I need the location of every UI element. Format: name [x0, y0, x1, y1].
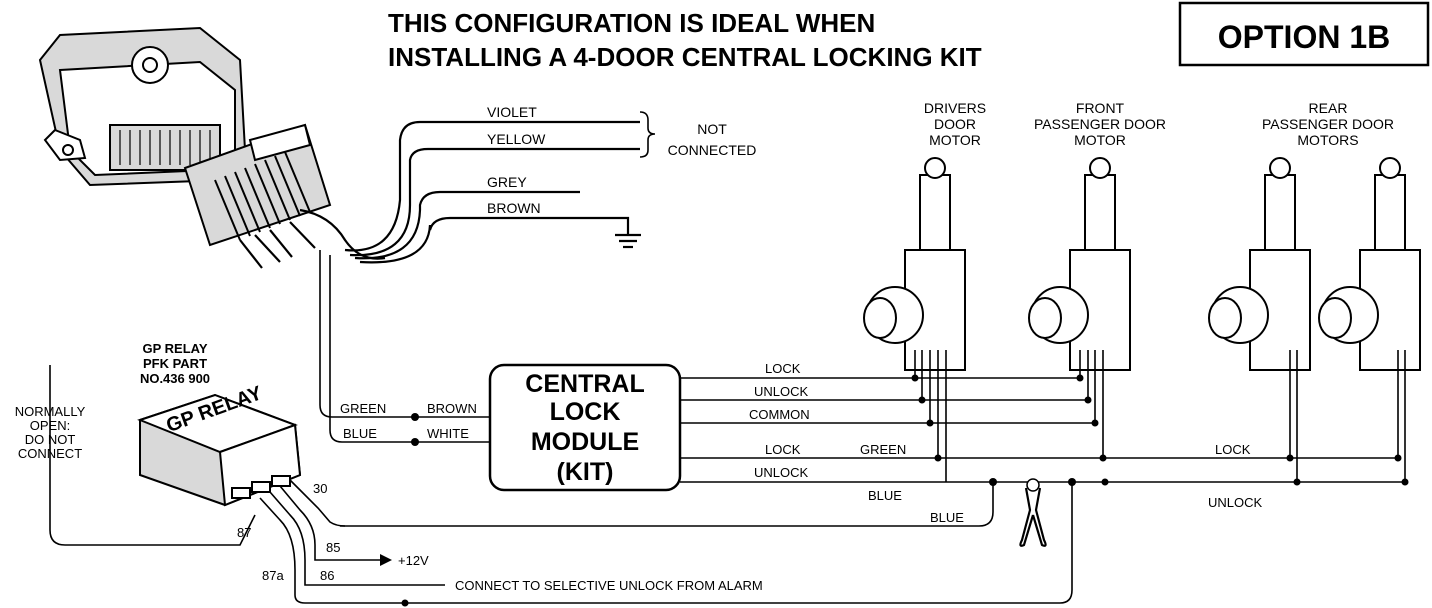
gp-relay-icon: GP RELAY: [137, 382, 302, 507]
wire-cutter-icon: [1019, 478, 1047, 547]
normally-open-label-1: NORMALLY: [15, 404, 86, 419]
relay-pin-87: 87: [237, 525, 251, 540]
wire-unlock-rear-label: UNLOCK: [1208, 495, 1263, 510]
drivers-motor-label-2: DOOR: [934, 116, 976, 132]
rear-passenger-door-motor-2-icon: [1318, 157, 1421, 371]
module-label-1: CENTRAL: [525, 370, 644, 398]
relay-title-1: GP RELAY: [142, 341, 207, 356]
relay-pin-85: 85: [326, 540, 340, 555]
wire-lock-label: LOCK: [765, 361, 801, 376]
rear-motor-label-3: MOTORS: [1297, 132, 1358, 148]
module-label-2: LOCK: [550, 398, 621, 426]
module-wiring: [319, 250, 1409, 527]
drivers-motor-label-1: DRIVERS: [924, 100, 986, 116]
central-lock-module: CENTRAL LOCK MODULE (KIT): [488, 363, 682, 492]
normally-open-label-3: DO NOT: [25, 432, 76, 447]
wire-unlock-2-label: UNLOCK: [754, 465, 809, 480]
wire-brown-module-label: BROWN: [427, 401, 477, 416]
normally-open-label-2: OPEN:: [30, 418, 70, 433]
relay-title-3: NO.436 900: [140, 371, 210, 386]
not-connected-label-1: NOT: [697, 121, 727, 137]
relay-pin-30: 30: [313, 481, 327, 496]
selective-unlock-label: CONNECT TO SELECTIVE UNLOCK FROM ALARM: [455, 578, 763, 593]
module-label-3: MODULE: [531, 428, 639, 456]
module-label-4: (KIT): [557, 458, 614, 486]
wire-violet-label: VIOLET: [487, 104, 537, 120]
wiring-connector-icon: [183, 123, 386, 269]
wire-grey-label: GREY: [487, 174, 527, 190]
title-line-1: THIS CONFIGURATION IS IDEAL WHEN: [388, 8, 875, 38]
option-badge-label: OPTION 1B: [1218, 19, 1390, 55]
harness-wires: [344, 111, 656, 264]
front-motor-label-2: PASSENGER DOOR: [1034, 116, 1166, 132]
rear-passenger-door-motor-1-icon: [1208, 157, 1311, 371]
front-motor-label-1: FRONT: [1076, 100, 1125, 116]
wire-blue-3-label: BLUE: [930, 510, 964, 525]
relay-pin-86: 86: [320, 568, 334, 583]
plus12v-arrow-icon: [380, 554, 392, 566]
wire-unlock-label: UNLOCK: [754, 384, 809, 399]
front-motor-label-3: MOTOR: [1074, 132, 1126, 148]
wire-brown-label: BROWN: [487, 200, 541, 216]
option-badge: OPTION 1B: [1178, 1, 1430, 67]
wire-common-label: COMMON: [749, 407, 810, 422]
drivers-door-motor-icon: [863, 157, 966, 371]
wire-blue-2-label: BLUE: [868, 488, 902, 503]
relay-pin-87a: 87a: [262, 568, 284, 583]
relay-title-2: PFK PART: [143, 356, 207, 371]
alarm-unit-icon: [38, 26, 247, 187]
wire-blue-label: BLUE: [343, 426, 377, 441]
wire-green-2-label: GREEN: [860, 442, 906, 457]
wire-yellow-label: YELLOW: [487, 131, 546, 147]
wire-lock-rear-label: LOCK: [1215, 442, 1251, 457]
drivers-motor-label-3: MOTOR: [929, 132, 981, 148]
wire-white-label: WHITE: [427, 426, 469, 441]
relay-wiring: [49, 365, 1073, 607]
front-passenger-door-motor-icon: [1028, 157, 1131, 371]
normally-open-label-4: CONNECT: [18, 446, 82, 461]
title-line-2: INSTALLING A 4-DOOR CENTRAL LOCKING KIT: [388, 42, 982, 72]
wire-green-label: GREEN: [340, 401, 386, 416]
wire-lock-2-label: LOCK: [765, 442, 801, 457]
rear-motor-label-2: PASSENGER DOOR: [1262, 116, 1394, 132]
not-connected-label-2: CONNECTED: [668, 142, 757, 158]
plus12v-label: +12V: [398, 553, 429, 568]
rear-motor-label-1: REAR: [1309, 100, 1348, 116]
